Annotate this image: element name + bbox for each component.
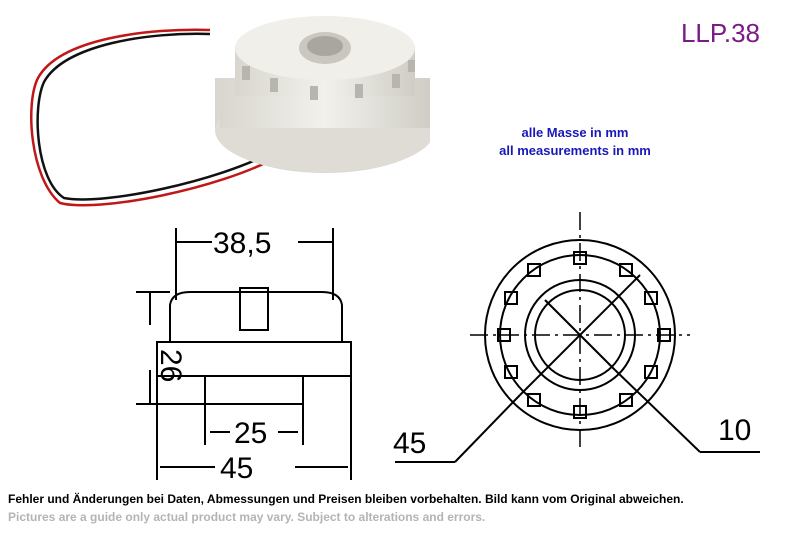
- units-note: alle Masse in mm all measurements in mm: [480, 124, 670, 160]
- dim-circle-diameter: 45: [393, 427, 426, 460]
- dim-hole-size: 10: [718, 414, 751, 447]
- product-code: LLP.38: [680, 18, 760, 48]
- dim-total-width: 45: [220, 452, 253, 485]
- footer-disclaimer-en: Pictures are a guide only actual product…: [8, 510, 486, 524]
- dim-bottom-width: 25: [234, 417, 267, 450]
- dim-height: 26: [154, 349, 187, 382]
- footer-disclaimer-de: Fehler und Änderungen bei Daten, Abmessu…: [8, 492, 684, 506]
- buzzer-photo: [30, 16, 430, 207]
- units-note-de: alle Masse in mm: [521, 125, 629, 140]
- units-note-en: all measurements in mm: [499, 143, 651, 158]
- dim-width-top: 38,5: [213, 227, 271, 260]
